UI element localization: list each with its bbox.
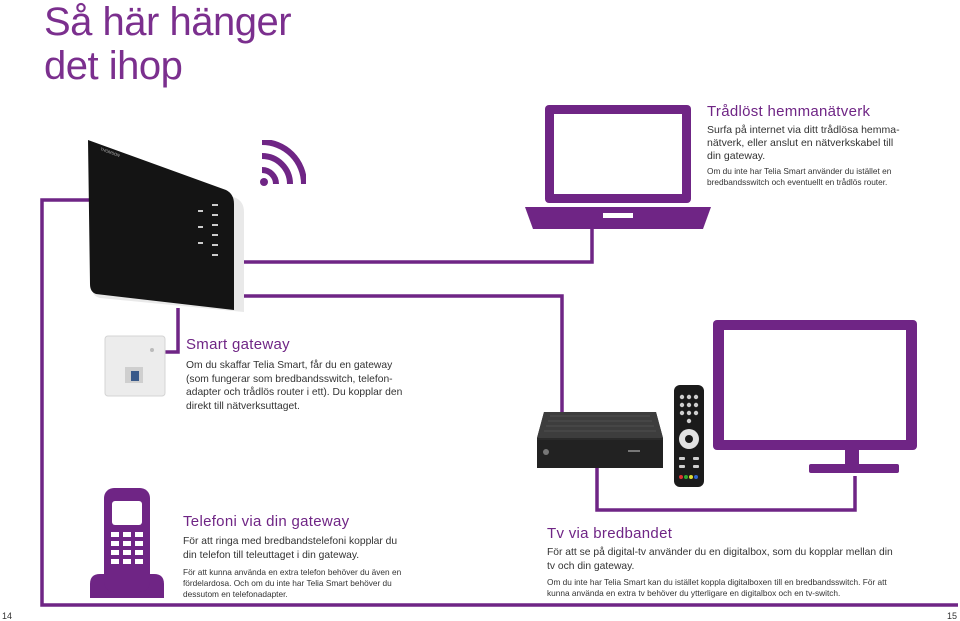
phone-text: För att ringa med bredbandstelefoni kopp…: [183, 536, 398, 561]
tv-text: För att se på digital-tv använder du en …: [547, 547, 893, 572]
gateway-heading: Smart gateway: [186, 336, 290, 353]
gateway-section: Smart gateway Om du skaffar Telia Smart,…: [186, 336, 446, 413]
tv-icon: [713, 320, 917, 473]
page-number-right: 15: [947, 611, 958, 621]
page-title: Så här hänger det ihop: [44, 0, 292, 88]
tv-heading: Tv via bredbandet: [547, 525, 673, 542]
tv-section: Tv via bredbandet För att se på digital-…: [547, 525, 947, 599]
wifi-section: Trådlöst hemmanätverk Surfa på internet …: [707, 103, 957, 188]
tv-note: Om du inte har Telia Smart kan du iställ…: [547, 577, 887, 598]
gateway-text: Om du skaffar Telia Smart, får du en gat…: [186, 360, 403, 412]
wifi-text: Surfa på internet via ditt trådlösa hemm…: [707, 124, 900, 162]
phone-section: Telefoni via din gateway För att ringa m…: [183, 513, 443, 600]
remote-control-image: [674, 385, 704, 487]
set-top-box-image: [537, 412, 663, 468]
wifi-icon: [260, 140, 306, 186]
wifi-heading: Trådlöst hemmanätverk: [707, 103, 871, 120]
wifi-note: Om du inte har Telia Smart använder du i…: [707, 166, 892, 187]
phone-heading: Telefoni via din gateway: [183, 513, 350, 530]
wall-socket-image: [104, 335, 166, 397]
laptop-icon: [525, 105, 711, 229]
router-image: THOMSON: [88, 140, 244, 312]
phone-note: För att kunna använda en extra telefon b…: [183, 567, 402, 599]
page-number-left: 14: [2, 611, 13, 621]
phone-icon: [90, 488, 164, 598]
svg-text:THOMSON: THOMSON: [100, 146, 121, 158]
